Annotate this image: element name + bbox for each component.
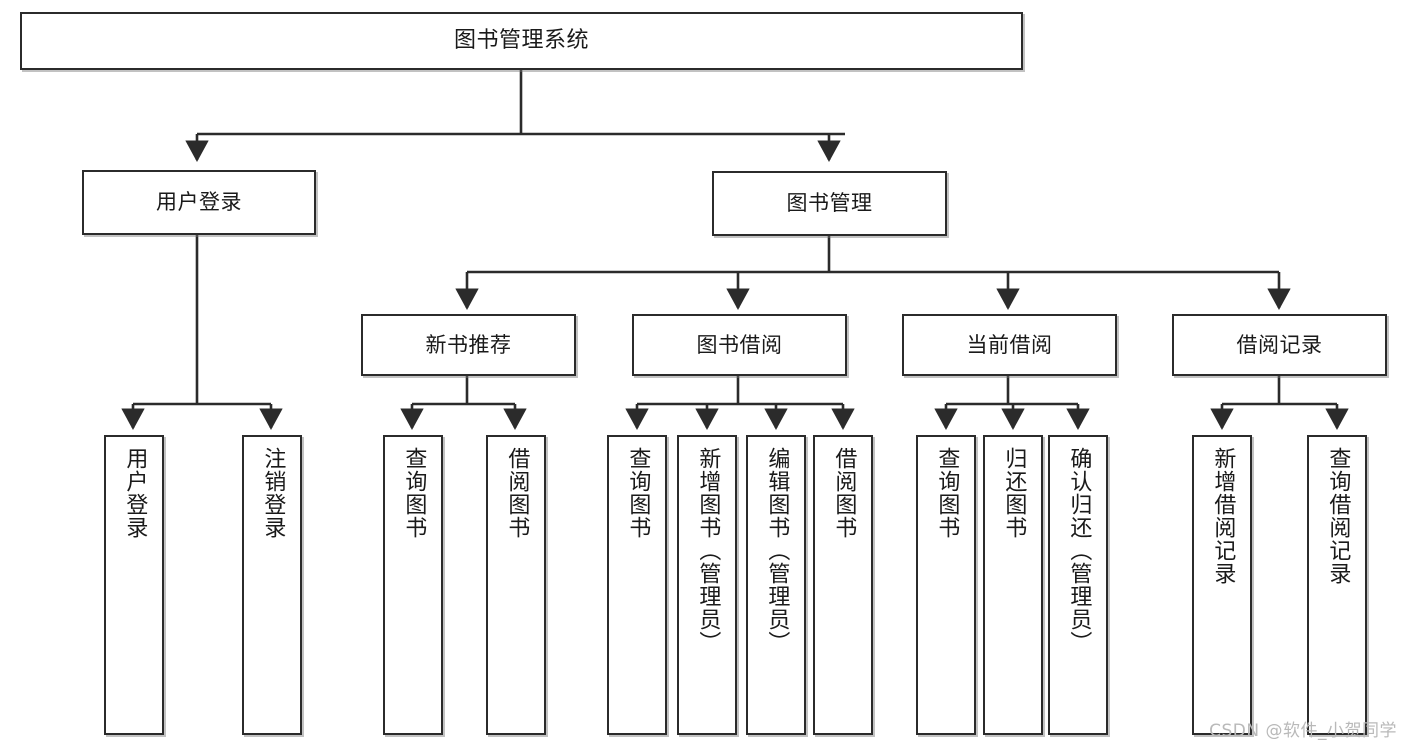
node-borrow-record[interactable]: 借阅记录 xyxy=(1172,314,1387,376)
node-label: 查询图书 xyxy=(401,447,427,539)
node-label: 图书管理系统 xyxy=(453,28,589,54)
leaf-record-add-record[interactable]: 新增借阅记录 xyxy=(1192,435,1252,735)
leaf-current-return-book[interactable]: 归还图书 xyxy=(983,435,1043,735)
leaf-borrow-edit-book-admin[interactable]: 编辑图书（管理员） xyxy=(746,435,806,735)
node-root-system[interactable]: 图书管理系统 xyxy=(20,12,1023,70)
node-label: 新增借阅记录 xyxy=(1210,447,1236,585)
node-label: 注销登录 xyxy=(260,447,286,539)
leaf-recommend-query-book[interactable]: 查询图书 xyxy=(383,435,443,735)
leaf-borrow-borrow-book[interactable]: 借阅图书 xyxy=(813,435,873,735)
node-label: 借阅记录 xyxy=(1236,332,1323,357)
leaf-current-confirm-return-admin[interactable]: 确认归还（管理员） xyxy=(1048,435,1108,735)
node-label: 当前借阅 xyxy=(966,332,1053,357)
node-label: 图书借阅 xyxy=(696,332,783,357)
node-label: 用户登录 xyxy=(156,190,242,215)
node-book-borrow[interactable]: 图书借阅 xyxy=(632,314,847,376)
node-label: 新增图书（管理员） xyxy=(695,447,721,654)
leaf-borrow-query-book[interactable]: 查询图书 xyxy=(607,435,667,735)
leaf-recommend-borrow-book[interactable]: 借阅图书 xyxy=(486,435,546,735)
node-label: 借阅图书 xyxy=(831,447,857,539)
node-label: 新书推荐 xyxy=(425,332,512,357)
leaf-user-login[interactable]: 用户登录 xyxy=(104,435,164,735)
leaf-current-query-book[interactable]: 查询图书 xyxy=(916,435,976,735)
node-new-book-recommend[interactable]: 新书推荐 xyxy=(361,314,576,376)
node-book-manage[interactable]: 图书管理 xyxy=(712,171,947,236)
leaf-logout-login[interactable]: 注销登录 xyxy=(242,435,302,735)
csdn-watermark: CSDN @软件_小贺同学 xyxy=(1209,721,1397,741)
node-label: 查询图书 xyxy=(934,447,960,539)
node-label: 图书管理 xyxy=(786,191,873,216)
node-label: 借阅图书 xyxy=(504,447,530,539)
node-label: 确认归还（管理员） xyxy=(1066,447,1092,654)
node-label: 查询借阅记录 xyxy=(1325,447,1351,585)
node-label: 用户登录 xyxy=(122,447,148,539)
node-label: 查询图书 xyxy=(625,447,651,539)
leaf-record-query-record[interactable]: 查询借阅记录 xyxy=(1307,435,1367,735)
node-label: 归还图书 xyxy=(1001,447,1027,539)
node-current-borrow[interactable]: 当前借阅 xyxy=(902,314,1117,376)
node-label: 编辑图书（管理员） xyxy=(764,447,790,654)
node-user-login[interactable]: 用户登录 xyxy=(82,170,316,235)
leaf-borrow-add-book-admin[interactable]: 新增图书（管理员） xyxy=(677,435,737,735)
